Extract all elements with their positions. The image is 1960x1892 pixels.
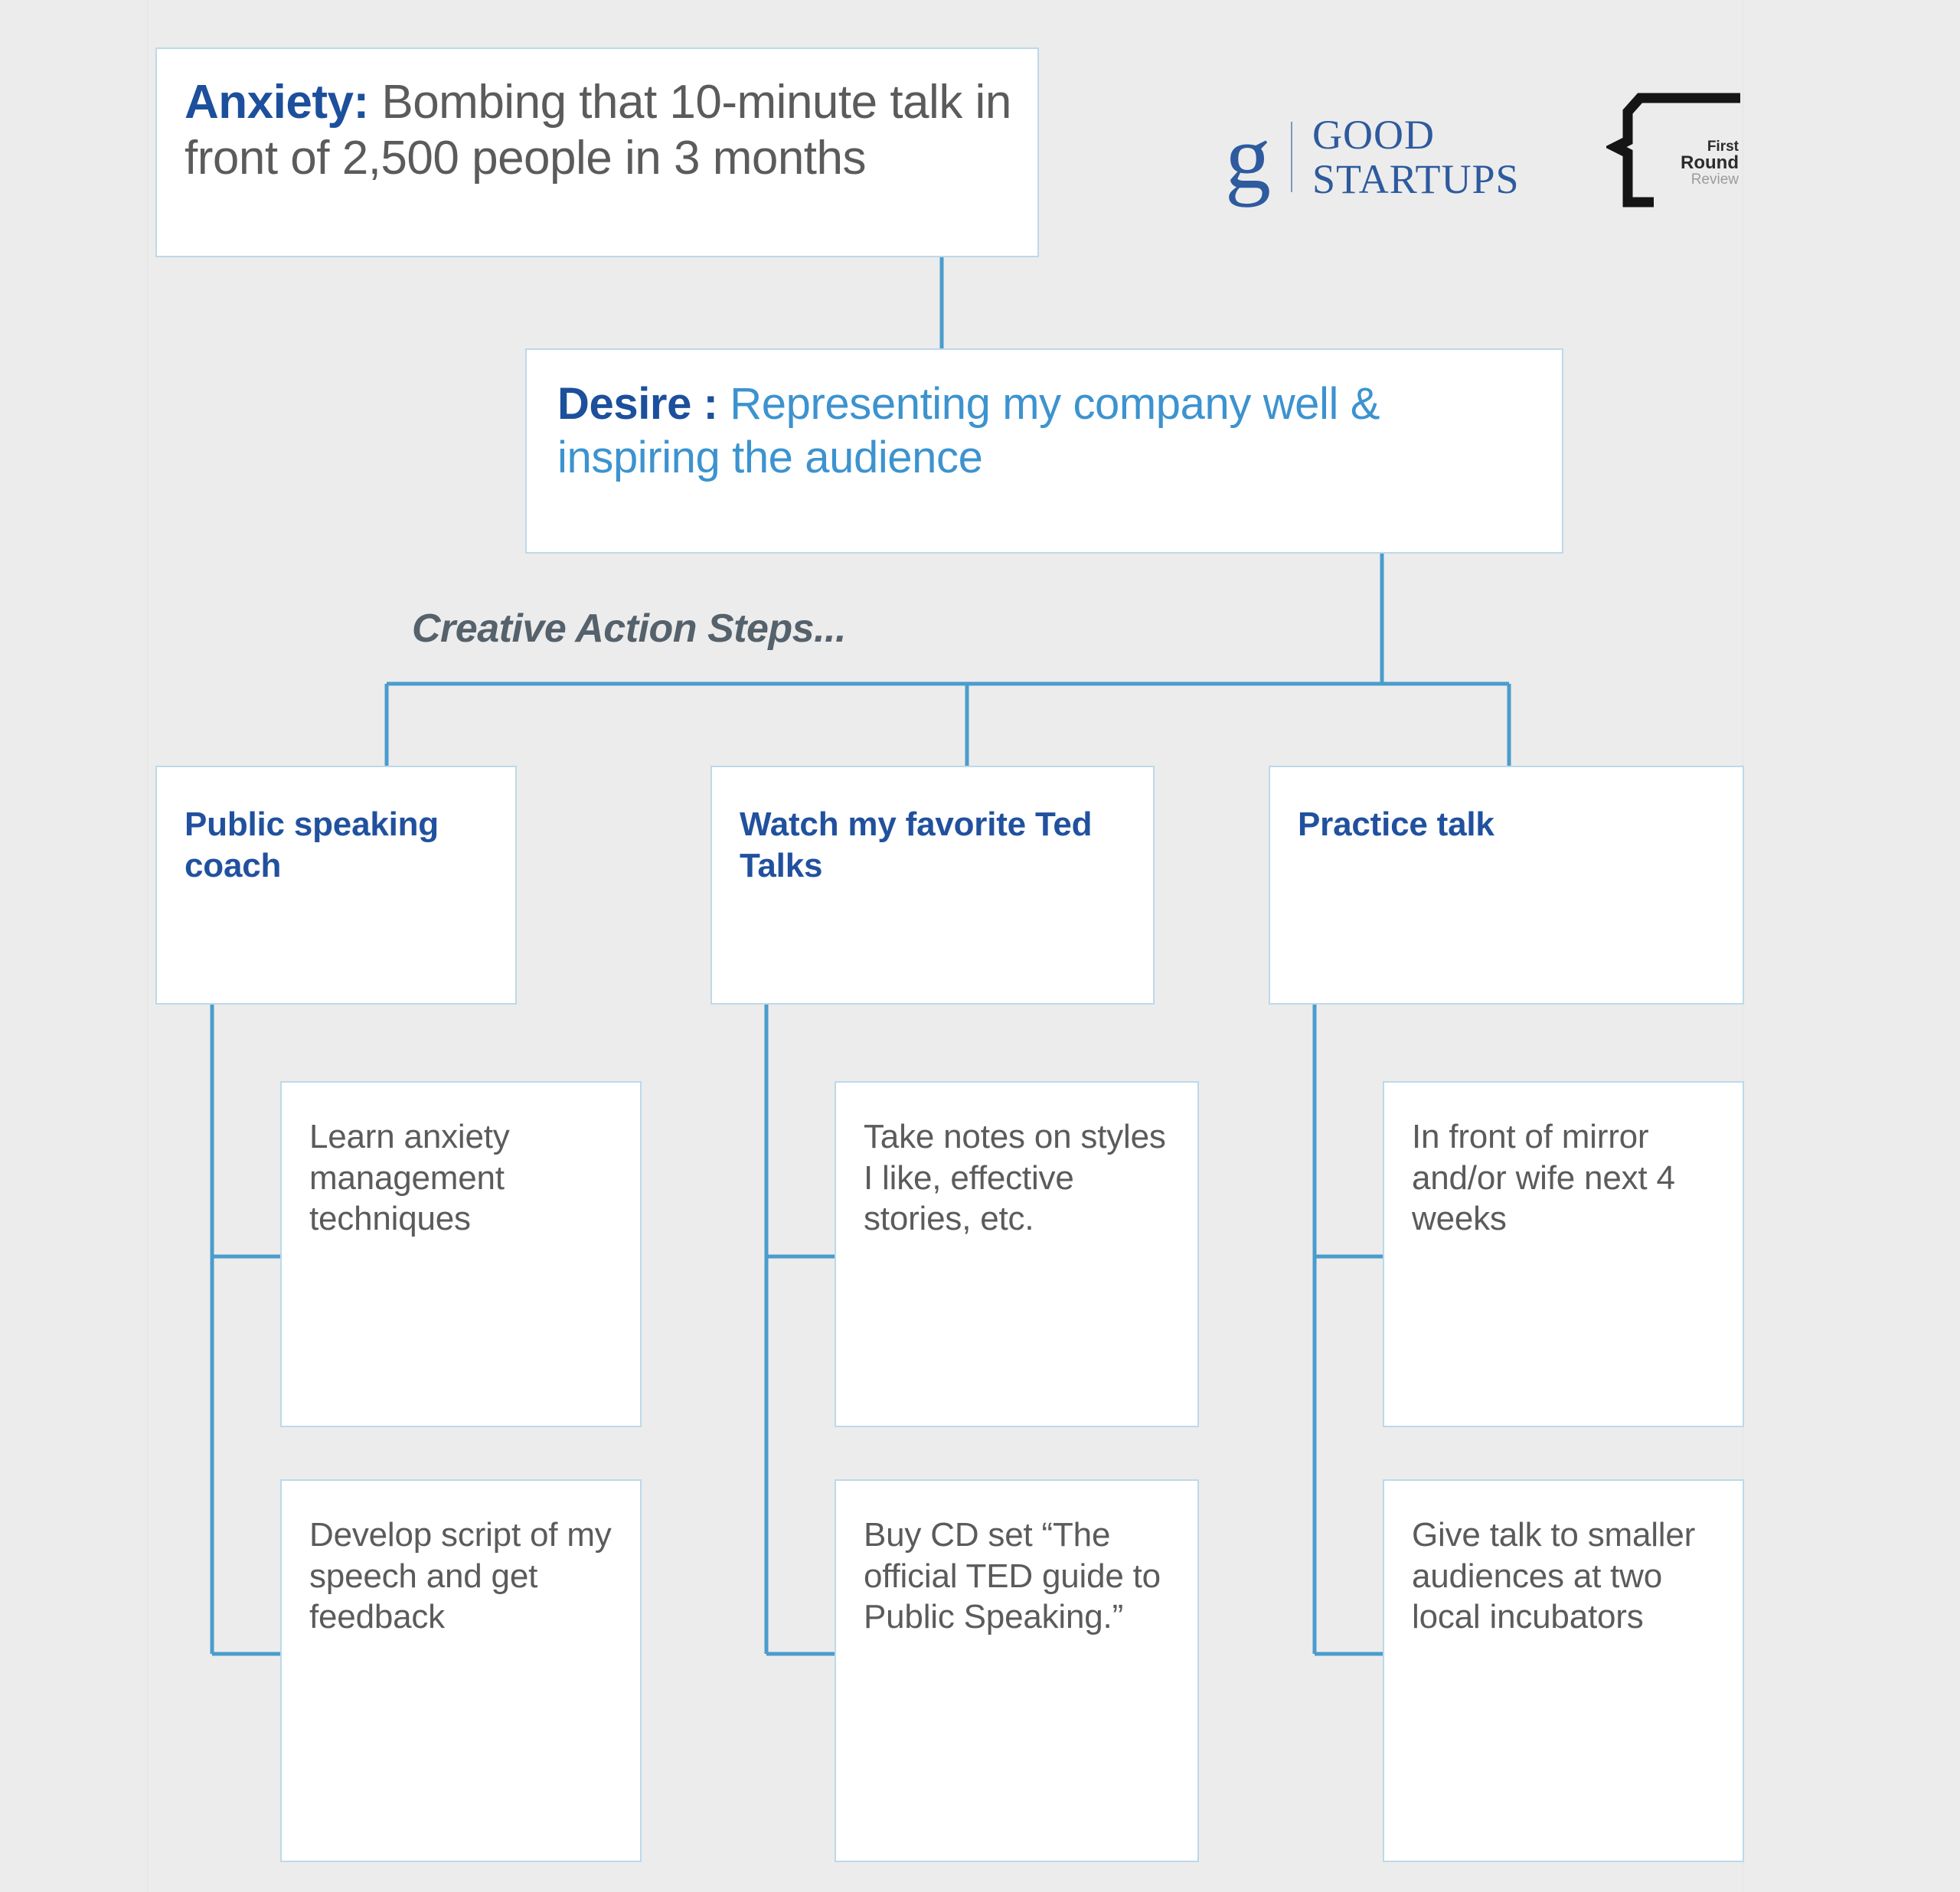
first-round-review-logo: First Round Review [1604,92,1740,214]
leaf-text: Develop script of my speech and get feed… [309,1516,612,1636]
leaf-develop-script[interactable]: Develop script of my speech and get feed… [280,1479,642,1862]
desire-label: Desire : [557,379,718,429]
action-step-title: Watch my favorite Ted Talks [740,805,1093,884]
leaf-practice-in-front-of-mirror[interactable]: In front of mirror and/or wife next 4 we… [1383,1081,1744,1427]
good-startups-logo: g GOOD STARTUPS [1225,111,1520,203]
leaf-text: Take notes on styles I like, effective s… [864,1118,1166,1238]
good-startups-line-1: GOOD [1312,111,1435,158]
good-startups-g-mark: g [1225,106,1271,207]
leaf-text: Learn anxiety management techniques [309,1118,510,1238]
anxiety-body: Bombing that 10-minute talk in front of … [185,76,1011,185]
good-startups-divider [1291,122,1292,192]
anxiety-label: Anxiety: [185,76,369,129]
leaf-give-talk-smaller-audiences[interactable]: Give talk to smaller audiences at two lo… [1383,1479,1744,1862]
desire-node[interactable]: Desire : Representing my company well & … [525,348,1563,554]
leaf-take-notes-on-styles[interactable]: Take notes on styles I like, effective s… [835,1081,1199,1427]
good-startups-line-2: STARTUPS [1312,156,1520,202]
leaf-text: In front of mirror and/or wife next 4 we… [1412,1118,1675,1238]
leaf-buy-cd-set[interactable]: Buy CD set “The official TED guide to Pu… [835,1479,1199,1862]
action-step-practice-talk[interactable]: Practice talk [1269,766,1744,1005]
anxiety-node[interactable]: Anxiety: Bombing that 10-minute talk in … [155,47,1039,257]
desire-node-text: Desire : Representing my company well & … [527,350,1562,484]
action-step-title: Practice talk [1298,805,1494,843]
leaf-text: Give talk to smaller audiences at two lo… [1412,1516,1696,1636]
creative-action-steps-caption: Creative Action Steps... [412,606,846,651]
leaf-text: Buy CD set “The official TED guide to Pu… [864,1516,1161,1636]
desire-body: Representing my company well & inspiring… [557,379,1380,482]
first-round-bracket-icon [1604,93,1740,207]
first-round-line-1: First [1707,139,1739,155]
action-step-public-speaking-coach[interactable]: Public speaking coach [155,766,517,1005]
first-round-line-2: Round [1681,152,1739,173]
content-container-left-edge [147,0,148,1892]
first-round-line-3: Review [1690,172,1739,188]
first-round-review-wordmark: First Round Review [1648,139,1739,187]
action-step-watch-ted-talks[interactable]: Watch my favorite Ted Talks [710,766,1155,1005]
good-startups-wordmark: GOOD STARTUPS [1312,111,1520,202]
leaf-learn-anxiety-management[interactable]: Learn anxiety management techniques [280,1081,642,1427]
anxiety-node-text: Anxiety: Bombing that 10-minute talk in … [157,49,1037,186]
action-step-title: Public speaking coach [185,805,439,884]
